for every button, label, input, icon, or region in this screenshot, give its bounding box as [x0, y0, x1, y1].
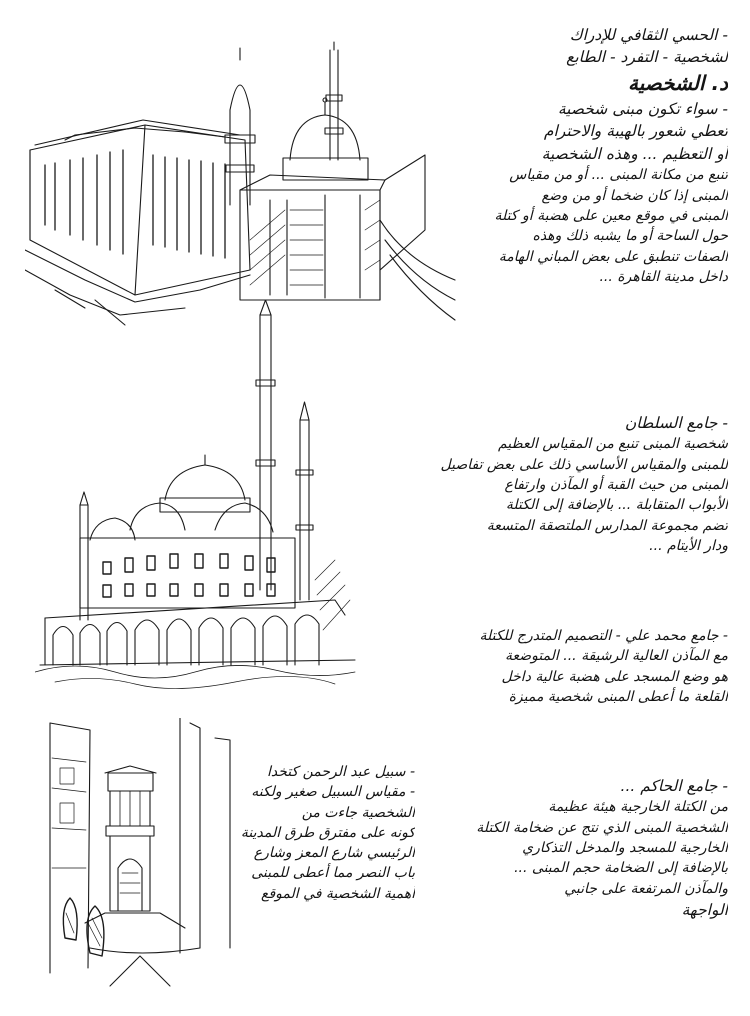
sketch-muhammad-ali-mosque	[35, 300, 356, 689]
note-line: الخارجية للمسجد والمدخل التذكاري	[522, 840, 728, 857]
note-block-al-hakim-mosque: - جامع الحاكم ... من الكتلة الخارجية هيئ…	[453, 775, 728, 921]
note-block-sultan-mosque: - جامع السلطان شخصية المبنى تنبع من المق…	[428, 412, 728, 556]
note-line: - سبيل عبد الرحمن كتخدا	[266, 764, 415, 780]
note-line: الصفات تنطبق على بعض المباني الهامة	[498, 248, 728, 265]
note-block-character-intro: - الحسي الثقافي للإدراك لشخصية - التفرد …	[433, 24, 728, 287]
note-line: من الكتلة الخارجية هيئة عظيمة	[548, 799, 728, 816]
note-line: الواجهة	[681, 900, 728, 919]
note-line: المبنى إذا كان ضخما أو من وضع	[541, 187, 728, 204]
note-line: هو وضع المسجد على هضبة عالية داخل	[501, 668, 728, 685]
note-line: - جامع الحاكم ...	[620, 777, 728, 795]
note-line: للمبنى والمقياس الأساسي ذلك على بعض تفاص…	[440, 456, 728, 473]
note-line: الرئيسي شارع المعز وشارع	[253, 845, 415, 862]
note-line: تعطي شعور بالهيبة والاحترام	[543, 122, 728, 141]
note-block-sabil-kuttab: - سبيل عبد الرحمن كتخدا - مقياس السبيل ص…	[240, 762, 415, 904]
section-heading: د. الشخصية	[628, 70, 728, 95]
note-line: ودار الأيتام ...	[649, 537, 728, 554]
note-line: كونه على مفترق طرق المدينة	[240, 824, 415, 841]
note-line: تضم مجموعة المدارس الملتصقة المتسعة	[486, 517, 728, 534]
note-line: - جامع السلطان	[624, 414, 728, 432]
note-line: المبنى في موقع معين على هضبة أو كتلة	[494, 207, 728, 224]
note-line: الشخصية المبنى الذي نتج عن ضخامة الكتلة	[476, 819, 728, 836]
note-line: - الحسي الثقافي للإدراك	[569, 26, 728, 44]
sketch-sabil-kuttab-street	[49, 718, 231, 987]
note-line: - مقياس السبيل صغير ولكنه	[251, 784, 415, 801]
note-line: والمآذن المرتفعة على جانبي	[564, 880, 728, 897]
note-line: حول الساحة أو ما يشبه ذلك وهذه	[532, 228, 729, 245]
note-line: مع المآذن العالية الرشيقة ... المتوضعة	[504, 648, 728, 665]
note-line: شخصية المبنى تنبع من المقياس العظيم	[497, 436, 728, 453]
note-block-muhammad-ali-mosque: - جامع محمد علي - التصميم المتدرج للكتلة…	[398, 626, 728, 707]
note-line: داخل مدينة القاهرة ...	[599, 268, 728, 285]
note-line: تنبع من مكانة المبنى ... أو من مقياس	[509, 167, 728, 184]
note-line: القلعة ما أعطى المبنى شخصية مميزة	[508, 688, 728, 705]
note-line: الشخصية جاءت من	[301, 804, 415, 821]
note-line: الأبواب المتقابلة ... بالإضافة إلى الكتل…	[505, 497, 728, 514]
note-line: المبنى من حيث القبة أو المآذن وارتفاع	[504, 477, 728, 494]
note-line: باب النصر مما أعطى للمبنى	[251, 865, 415, 882]
note-line: - جامع محمد علي - التصميم المتدرج للكتلة	[479, 628, 728, 644]
note-line: أهمية الشخصية في الموقع	[261, 885, 415, 902]
note-line: لشخصية - التفرد - الطابع	[566, 48, 728, 67]
note-line: أو التعظيم ... وهذه الشخصية	[541, 144, 728, 163]
note-line: بالإضافة إلى الضخامة حجم المبنى ...	[514, 860, 728, 877]
note-line: - سواء تكون مبنى شخصية	[557, 99, 728, 118]
sketch-sultan-hassan-mosque	[25, 41, 456, 326]
